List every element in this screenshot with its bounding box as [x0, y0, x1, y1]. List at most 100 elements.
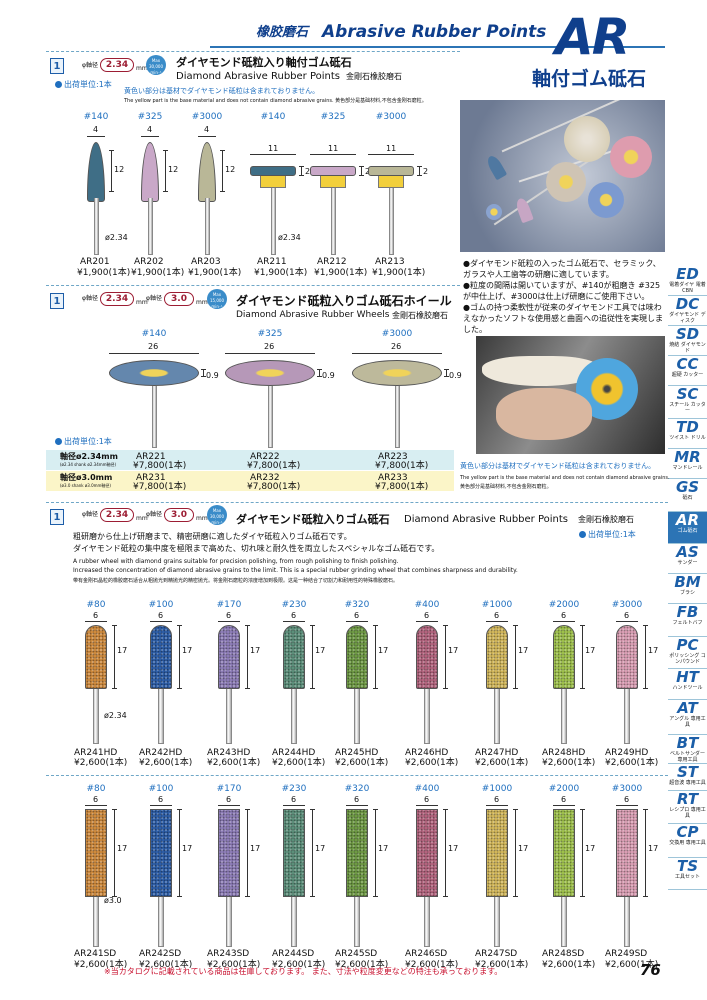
product-code: AR242HD	[139, 748, 183, 758]
side-tab-code: SD	[675, 325, 700, 343]
rubber-head	[85, 625, 107, 689]
dim-dia: 6	[424, 795, 430, 804]
wheel-disc	[225, 360, 315, 386]
shank	[147, 198, 153, 255]
grit-label: #80	[86, 784, 106, 794]
s2-title-en: Diamond Abrasive Rubber Wheels	[236, 310, 390, 320]
grit-label: #140	[83, 112, 109, 122]
shank-badge: 3.0	[164, 292, 194, 306]
dim-line	[250, 154, 296, 155]
dim-dia: 6	[93, 611, 99, 620]
dim-line	[245, 625, 250, 689]
product-code: AR243HD	[207, 748, 251, 758]
grit-label: #325	[137, 112, 163, 122]
s1-note-jp: 黄色い部分は基材でダイヤモンド砥粒は含まれておりません。	[124, 87, 320, 95]
product-code: AR202	[134, 257, 164, 267]
product-code: AR241HD	[74, 748, 118, 758]
grit-label: #1000	[481, 600, 513, 610]
product-price: ¥2,600(1本)	[335, 758, 389, 768]
dim-line	[373, 809, 378, 897]
dim-dia: 26	[264, 342, 275, 351]
grit-label: #3000	[375, 112, 407, 122]
info-icon	[579, 531, 586, 538]
grit-label: #170	[216, 784, 242, 794]
product-price: ¥2,600(1本)	[605, 960, 659, 970]
dim-line	[310, 809, 315, 897]
grit-label: #320	[344, 784, 370, 794]
product-price: ¥2,600(1本)	[475, 758, 529, 768]
yellow-base	[320, 176, 346, 188]
rubber-head	[486, 809, 508, 897]
rubber-head	[85, 809, 107, 897]
dim-line	[444, 369, 449, 377]
dim-len: 17	[117, 844, 128, 853]
side-tab-code: TS	[676, 857, 699, 875]
rubber-head	[346, 809, 368, 897]
product-price: ¥2,600(1本)	[542, 758, 596, 768]
shank	[394, 386, 400, 448]
product-code: AR243SD	[207, 949, 250, 959]
dim-line	[109, 353, 199, 354]
section-divider	[46, 285, 460, 286]
rubber-head	[283, 625, 305, 689]
photo-bullet-1: ●ダイヤモンド砥粒の入ったゴム砥石で、セラミック、ガラスや人工歯等の研磨に適して…	[463, 259, 661, 279]
rubber-head	[218, 809, 240, 897]
side-tab-code: RT	[676, 790, 699, 808]
side-tab-code: ST	[676, 763, 699, 781]
product-price: ¥2,600(1本)	[139, 960, 193, 970]
side-tab-code: ED	[676, 265, 699, 283]
product-price: ¥2,600(1本)	[335, 960, 389, 970]
dim-dia: 4	[93, 125, 99, 134]
product-code: AR201	[80, 257, 110, 267]
shank	[270, 188, 276, 255]
dim-len: 17	[250, 646, 261, 655]
product-price: ¥2,600(1本)	[405, 960, 459, 970]
dim-len: 17	[648, 646, 659, 655]
dim-line	[317, 369, 322, 377]
dim-line	[150, 805, 172, 806]
dim-line	[112, 809, 117, 897]
dim-len: 17	[250, 844, 261, 853]
dim-line	[580, 625, 585, 689]
side-tab-code: MR	[674, 448, 701, 466]
dim-dia: 6	[494, 795, 500, 804]
dim-dia: 6	[561, 611, 567, 620]
shank	[354, 689, 360, 744]
dim-th: 0.9	[206, 371, 219, 380]
row-price: ¥7,800(1本)	[133, 482, 187, 492]
dim-line	[201, 369, 206, 377]
shank	[93, 897, 99, 947]
unit-label: 出荷単位:1本	[579, 531, 636, 539]
shank-dim: ø2.34	[105, 233, 128, 242]
product-code: AR249HD	[605, 748, 649, 758]
row-price: ¥7,800(1本)	[247, 461, 301, 471]
dim-len: 12	[114, 165, 125, 174]
grit-label: #320	[344, 600, 370, 610]
product-price: ¥2,600(1本)	[139, 758, 193, 768]
dim-line	[283, 621, 305, 622]
side-tab-code: SC	[676, 385, 699, 403]
dim-line	[553, 805, 575, 806]
yellow-base	[378, 176, 404, 188]
row-price: ¥7,800(1本)	[247, 482, 301, 492]
